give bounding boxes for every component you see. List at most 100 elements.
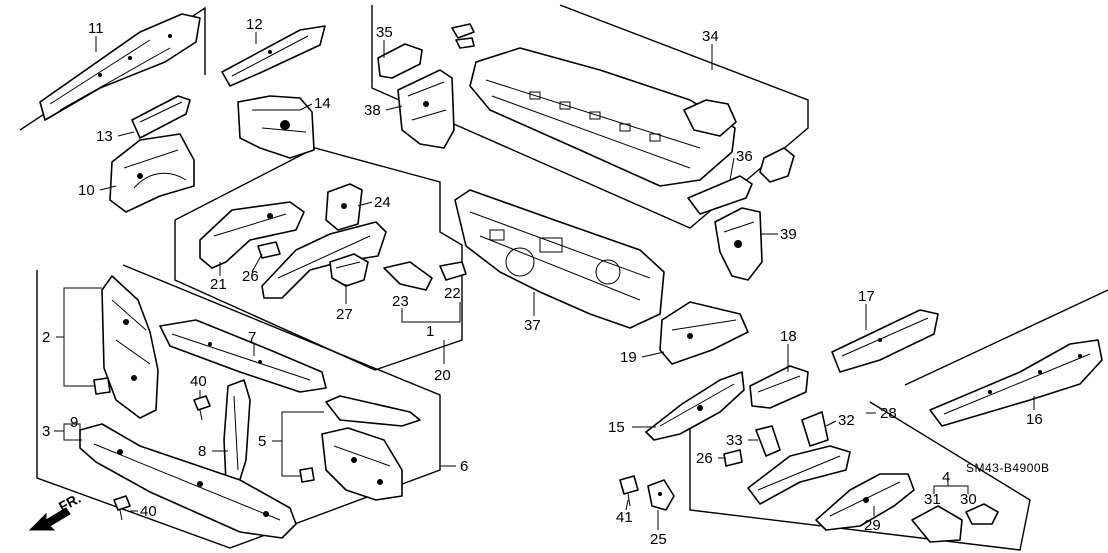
frame-group-20 [174, 147, 463, 371]
callout-33: 33 [726, 432, 743, 449]
part-21-apron [199, 201, 305, 269]
part-40-bolt-upper [193, 395, 211, 421]
callout-36: 36 [736, 148, 753, 165]
leader-13 [117, 131, 135, 137]
callout-17: 17 [858, 288, 875, 305]
part-12-upper-member [221, 25, 326, 87]
leader-4-31-30 [933, 478, 969, 494]
leader-32 [825, 420, 837, 427]
callout-41: 41 [616, 509, 633, 526]
part-2-bulkhead-side [93, 275, 159, 419]
diagram-reference-code: SM43-B4900B [966, 461, 1050, 475]
parts [39, 13, 1103, 543]
frame-group-6 [36, 264, 441, 549]
leader-3-9 [54, 423, 82, 441]
part-11-rail [39, 13, 201, 121]
callout-3: 3 [42, 423, 50, 440]
part-9-lower-crossmember [79, 423, 297, 539]
callout-9: 9 [70, 414, 78, 431]
front-direction-indicator: FR. [28, 490, 83, 531]
callout-16: 16 [1026, 411, 1043, 428]
callout-40a: 40 [190, 373, 207, 390]
callout-19: 19 [620, 349, 637, 366]
callout-12: 12 [246, 16, 263, 33]
group-frames [19, 4, 1108, 551]
leader-24 [357, 201, 373, 207]
part-rear-member [747, 445, 851, 505]
part-25-bracket [647, 479, 675, 511]
part-27-mount [329, 253, 369, 287]
callout-29: 29 [864, 517, 881, 534]
callout-20: 20 [434, 367, 451, 384]
part-10-wheelhouse [109, 133, 195, 213]
callout-30: 30 [960, 491, 977, 508]
part-37-dashboard-lower [454, 189, 665, 329]
callout-22: 22 [444, 285, 461, 302]
part-24-bracket [325, 183, 363, 231]
part-33-32-brackets [755, 411, 829, 457]
callout-1: 1 [426, 323, 434, 340]
part-41-bolt [619, 475, 639, 507]
callout-7: 7 [248, 329, 256, 346]
leader-5 [272, 411, 324, 477]
callout-14: 14 [314, 95, 331, 112]
frame-group-16 [904, 289, 1108, 386]
callout-40b: 40 [140, 503, 157, 520]
callout-18: 18 [780, 328, 797, 345]
part-35-gusset [377, 43, 423, 79]
part-center-member [257, 221, 387, 299]
callout-32: 32 [838, 412, 855, 429]
part-34-dashboard-upper [469, 47, 737, 187]
part-26-clip [723, 449, 743, 467]
callout-11: 11 [88, 20, 104, 37]
frame-dashboard-group [371, 4, 809, 229]
leader-38 [385, 105, 403, 111]
callout-26a: 26 [242, 268, 259, 285]
leader-26a [251, 253, 263, 273]
callout-6: 6 [460, 458, 468, 475]
leader-1 [401, 302, 461, 323]
callout-21: 21 [210, 276, 227, 293]
callout-26b: 26 [696, 450, 713, 467]
part-13-bracket [131, 95, 191, 139]
part-31-30-brackets [911, 503, 999, 543]
callout-13: 13 [96, 128, 113, 145]
part-36-bracket [687, 147, 795, 215]
part-29-wheelhouse [815, 473, 915, 531]
callout-4: 4 [942, 469, 950, 486]
callout-37: 37 [524, 317, 541, 334]
part-40-bolt-lower [113, 495, 131, 521]
callouts: 11 12 13 14 10 35 38 34 36 39 24 21 26 2… [42, 16, 1043, 548]
part-16-frame-rail [929, 339, 1103, 427]
callout-25: 25 [650, 531, 667, 548]
part-17-rail [831, 309, 939, 373]
callout-8: 8 [198, 443, 206, 460]
part-clips-top [451, 23, 475, 49]
callout-38: 38 [364, 102, 381, 119]
callout-35: 35 [376, 24, 393, 41]
part-5-bulkhead-side [299, 395, 421, 501]
part-14-housing [237, 95, 315, 159]
callout-39: 39 [780, 226, 797, 243]
part-39-pillar [714, 207, 763, 281]
leader-36 [729, 157, 735, 181]
leader-41 [625, 499, 629, 511]
part-15-bracket [645, 371, 745, 441]
arrow-icon [28, 507, 71, 531]
callout-15: 15 [608, 419, 625, 436]
callout-31: 31 [924, 491, 941, 508]
callout-24: 24 [374, 194, 391, 211]
callout-5: 5 [258, 433, 266, 450]
part-7-upper-crossmember [159, 319, 327, 393]
leader-2 [56, 287, 102, 387]
callout-34: 34 [702, 28, 719, 45]
callout-23: 23 [392, 293, 409, 310]
leader-19 [641, 351, 665, 358]
callout-2: 2 [42, 329, 50, 346]
leader-lines [54, 32, 1035, 530]
callout-27: 27 [336, 306, 353, 323]
callout-28: 28 [880, 405, 897, 422]
callout-10: 10 [78, 182, 95, 199]
part-8-vertical-support [223, 379, 251, 487]
